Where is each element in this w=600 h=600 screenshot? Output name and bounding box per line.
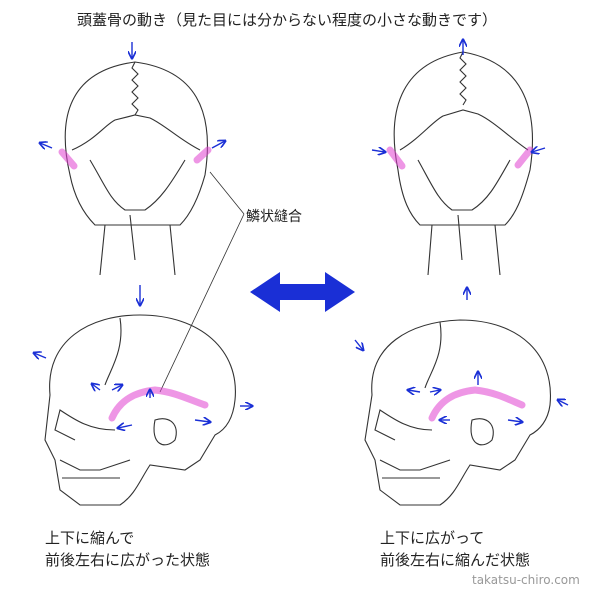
skull-side-view-left (44, 314, 236, 506)
skull-back-view-right (393, 51, 533, 276)
right-caption-line2: 前後左右に縮んだ状態 (380, 551, 531, 569)
skull-side-view-right (364, 319, 552, 506)
right-caption: 上下に広がって 前後左右に縮んだ状態 (380, 527, 530, 571)
diagram-title: 頭蓋骨の動き（見た目には分からない程度の小さな動きです） (77, 11, 498, 29)
squamous-suture-highlights (58, 146, 534, 422)
left-caption-line2: 前後左右に広がった状態 (45, 551, 211, 569)
credit-watermark: takatsu-chiro.com (472, 573, 580, 587)
left-caption: 上下に縮んで 前後左右に広がった状態 (45, 527, 210, 571)
squamous-suture-label: 鱗状縫合 (246, 209, 302, 225)
left-caption-line1: 上下に縮んで (45, 529, 135, 547)
suture-label-leader (159, 171, 245, 393)
movement-arrows (34, 40, 569, 428)
double-arrow-icon (250, 272, 355, 312)
skull-back-view-left (64, 61, 208, 276)
right-caption-line1: 上下に広がって (380, 529, 485, 547)
